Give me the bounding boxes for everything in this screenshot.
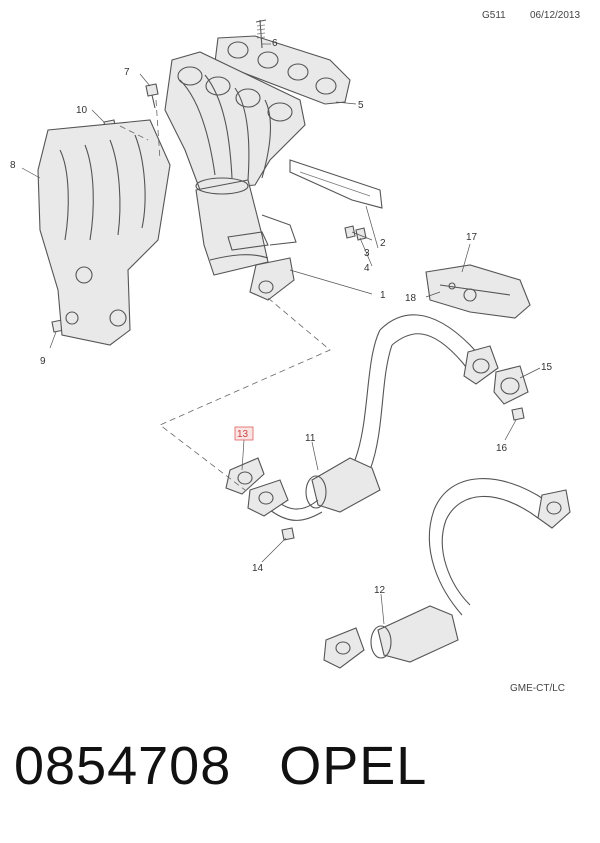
- alternate-front-pipe: [323, 478, 571, 669]
- part-number: 0854708: [14, 736, 232, 796]
- callout-17: 17: [466, 232, 478, 243]
- callout-12: 12: [374, 585, 386, 596]
- part-brand: OPEL: [279, 736, 428, 796]
- footer-code: GME-CT/LC: [510, 683, 565, 694]
- assembly-dash-lines: [119, 99, 331, 491]
- callout-4: 4: [364, 263, 370, 274]
- diagram-date: 06/12/2013: [530, 10, 581, 21]
- cat-outlet-flange: [249, 257, 295, 301]
- callout-2: 2: [380, 238, 386, 249]
- front-pipe-front-flange: [247, 479, 289, 517]
- bolt-7: [145, 83, 159, 109]
- front-pipe: [269, 314, 483, 521]
- stud: [255, 19, 267, 49]
- heat-shield: [289, 159, 383, 209]
- bolt-4: [355, 227, 367, 241]
- callout-3: 3: [364, 248, 370, 259]
- callout-10: 10: [76, 105, 88, 116]
- callout-1: 1: [380, 290, 386, 301]
- front-pipe-rear-flange: [463, 345, 499, 385]
- nut-16: [511, 407, 525, 421]
- callout-16: 16: [496, 443, 508, 454]
- manifold-heat-shield: [37, 119, 171, 346]
- callout-13-highlight: [234, 426, 254, 441]
- upper-catalytic-converter: [195, 177, 297, 276]
- exhaust-manifold: [164, 51, 306, 191]
- callout-7: 7: [124, 67, 130, 78]
- diagram-code: G511: [482, 10, 506, 21]
- callout-14: 14: [252, 563, 264, 574]
- rear-gasket: [493, 365, 529, 405]
- callout-9: 9: [40, 356, 46, 367]
- callout-5: 5: [358, 100, 364, 111]
- callout-15: 15: [541, 362, 553, 373]
- bolt-3: [344, 225, 356, 239]
- front-gasket: [225, 457, 265, 495]
- part-caption: 0854708 OPEL: [14, 735, 427, 797]
- callout-6: 6: [272, 38, 278, 49]
- nut-14: [281, 527, 295, 541]
- callout-18: 18: [405, 293, 417, 304]
- callout-11: 11: [305, 433, 316, 444]
- callout-13: 13: [237, 429, 249, 440]
- callout-8: 8: [10, 160, 16, 171]
- leader-lines: [21, 43, 541, 625]
- support-bracket: [425, 264, 531, 319]
